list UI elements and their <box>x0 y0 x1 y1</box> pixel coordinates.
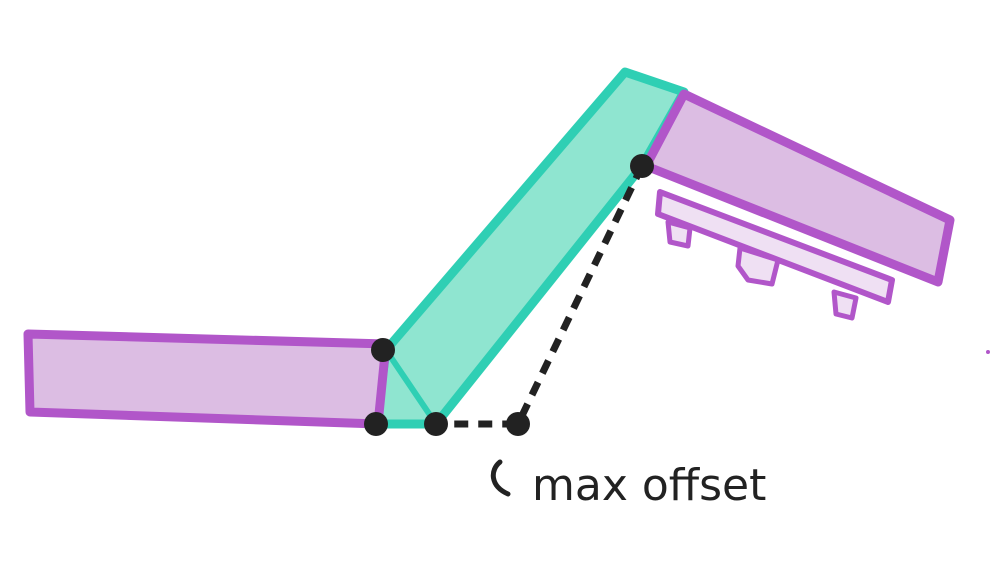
left-segment <box>23 329 391 429</box>
right-segment-foot-2 <box>735 245 781 287</box>
pivot-point-right <box>630 154 654 178</box>
offset-corner-point <box>506 412 530 436</box>
hinge-base-point <box>424 412 448 436</box>
right-segment <box>641 89 955 287</box>
stray-dot <box>986 350 990 354</box>
hinge-inner-edge <box>383 347 439 427</box>
right-segment-body <box>655 189 895 305</box>
right-segment-foot-3 <box>831 289 859 321</box>
offset-dashed-line <box>436 164 646 428</box>
annotation-pointer <box>490 459 511 497</box>
right-segment-foot-1 <box>665 219 693 249</box>
pivot-point-top-left <box>371 338 395 362</box>
max-offset-label: max offset <box>532 460 766 511</box>
pivot-point-bottom-left <box>364 412 388 436</box>
hinge-band <box>371 67 689 429</box>
